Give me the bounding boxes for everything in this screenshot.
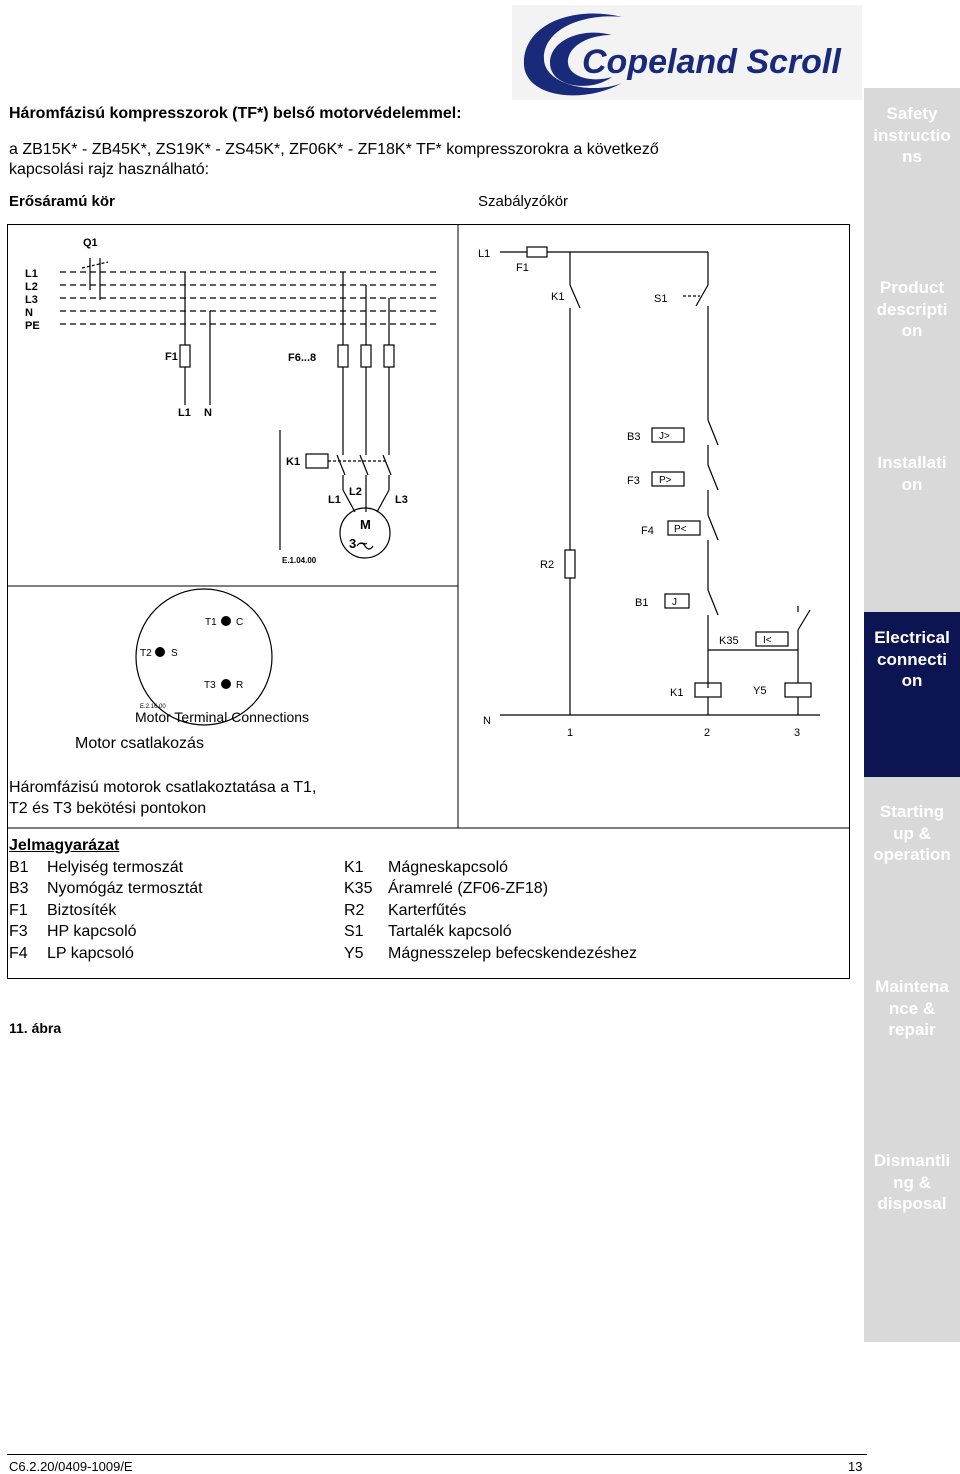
td-t1: T1 [205, 617, 217, 628]
terminal-note-line-1: Háromfázisú motorok csatlakoztatása a T1… [9, 779, 317, 796]
pd-l1: L1 [25, 268, 38, 280]
cd-b1: B1 [635, 597, 648, 609]
td-s: S [171, 648, 178, 659]
figure-frame [7, 224, 850, 979]
cd-n3: 3 [794, 727, 800, 739]
footer-doc-id: C6.2.20/0409-1009/E [9, 1459, 133, 1474]
sidebar-active-highlight [864, 612, 960, 777]
cd-f3: F3 [627, 475, 640, 487]
footer-divider [7, 1454, 867, 1455]
pd-nb: N [204, 407, 212, 419]
pd-ml2: L2 [349, 486, 362, 498]
pd-motor-m: M [360, 517, 371, 532]
page-heading: Háromfázisú kompresszorok (TF*) belső mo… [9, 105, 462, 122]
td-t2: T2 [140, 648, 152, 659]
pd-l1b: L1 [178, 407, 191, 419]
cd-k1: K1 [551, 291, 564, 303]
terminal-note: Háromfázisú motorok csatlakoztatása a T1… [9, 777, 316, 819]
intro-line-2: kapcsolási rajz használható: [9, 161, 210, 178]
pd-n: N [25, 307, 33, 319]
intro-text: a ZB15K* - ZB45K*, ZS19K* - ZS45K*, ZF06… [9, 140, 839, 180]
power-circuit-label: Erősáramú kör [9, 193, 115, 210]
cd-l1: L1 [478, 248, 490, 260]
cd-r2: R2 [540, 559, 554, 571]
control-circuit [500, 246, 820, 716]
cd-k35-sym: I< [763, 635, 772, 646]
cd-f4: F4 [641, 525, 654, 537]
power-circuit [60, 258, 440, 559]
figure-label: 11. ábra [9, 1020, 62, 1036]
td-caption: Motor csatlakozás [75, 735, 204, 752]
cd-b3: B3 [627, 431, 640, 443]
pd-motor-3: 3 ~ [349, 536, 368, 551]
copeland-scroll-logo: Copeland Scroll [512, 5, 862, 100]
pd-pe: PE [25, 320, 40, 332]
wiring-diagram: Q1 L1 L2 L3 N PE F1 F6...8 L1 N K1 L1 L2… [7, 224, 850, 829]
terminal-note-line-2: T2 és T3 bekötési pontokon [9, 800, 207, 817]
td-r: R [236, 680, 243, 691]
cd-k35: K35 [719, 635, 739, 647]
cd-k1-coil: K1 [670, 687, 683, 699]
cd-s1: S1 [654, 293, 667, 305]
pd-ref: E.1.04.00 [282, 556, 317, 565]
cd-b1-sym: J [672, 597, 677, 608]
td-ref: E.2.16.00 [140, 704, 166, 710]
pd-f6: F6...8 [288, 352, 316, 364]
cd-f3-sym: P> [659, 475, 672, 486]
cd-b3-sym: J> [659, 431, 670, 442]
intro-line-1: a ZB15K* - ZB45K*, ZS19K* - ZS45K*, ZF06… [9, 141, 659, 158]
td-title: Motor Terminal Connections [135, 709, 309, 725]
pd-l3: L3 [25, 294, 38, 306]
pd-l2: L2 [25, 281, 38, 293]
cd-n: N [483, 715, 491, 727]
pd-f1: F1 [165, 351, 178, 363]
cd-f4-sym: P< [674, 524, 687, 535]
footer-page-number: 13 [848, 1459, 863, 1474]
cd-f1: F1 [516, 262, 529, 274]
control-circuit-label: Szabályzókör [478, 193, 569, 210]
pd-q1: Q1 [83, 237, 98, 249]
pd-ml3: L3 [395, 494, 408, 506]
cd-n2: 2 [704, 727, 710, 739]
cd-n1: 1 [567, 727, 573, 739]
pd-ml1: L1 [328, 494, 341, 506]
legend-title: Jelmagyarázat [9, 837, 120, 854]
td-c: C [236, 617, 243, 628]
logo-text: Copeland Scroll [582, 43, 842, 81]
td-t3: T3 [204, 680, 216, 691]
terminal-diagram: T1 C T2 S T3 R E.2.16.00 Motor Terminal … [75, 588, 309, 752]
pd-k1: K1 [286, 456, 300, 468]
cd-y5: Y5 [753, 685, 766, 697]
